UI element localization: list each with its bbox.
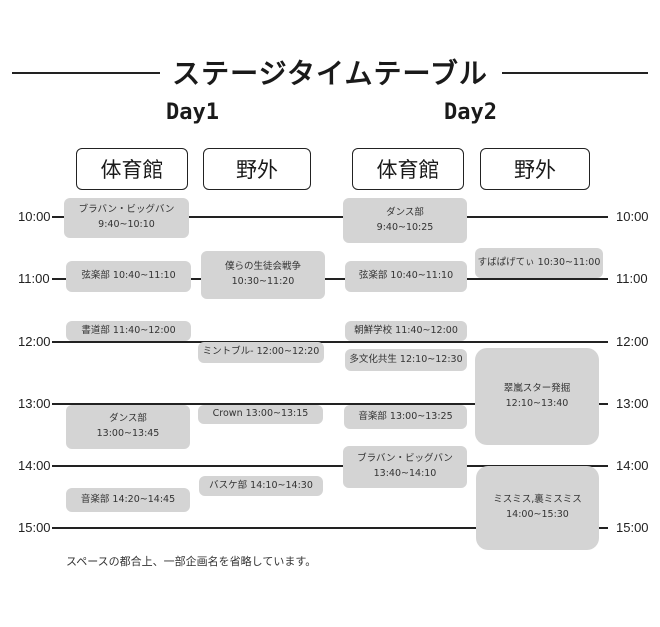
venue-day2-outdoor: 野外 [480, 148, 590, 190]
event-block: ダンス部 9:40~10:25 [343, 198, 467, 243]
event-time: 10:30~11:20 [231, 276, 295, 287]
event-block: 翠嵐スター発掘 12:10~13:40 [475, 348, 599, 445]
event-block: すばぱげてぃ 10:30~11:00 [475, 248, 603, 278]
time-label-right: 15:00 [616, 520, 649, 535]
event-name: 音楽部 14:20~14:45 [80, 493, 176, 505]
title-rule-left [12, 72, 160, 74]
event-name: 音楽部 13:00~13:25 [358, 410, 453, 422]
event-time: 13:40~14:10 [373, 468, 437, 479]
event-block: 弦楽部 10:40~11:10 [66, 261, 191, 292]
event-time: 9:40~10:25 [376, 221, 434, 233]
time-label-right: 13:00 [616, 396, 649, 411]
event-block: ブラバン・ビッグバン 13:40~14:10 [343, 446, 467, 488]
hour-line-14 [52, 465, 608, 467]
event-block: 朝鮮学校 11:40~12:00 [345, 321, 467, 341]
time-label-right: 10:00 [616, 209, 649, 224]
page-title: ステージタイムテーブル [172, 57, 488, 90]
hour-line-12 [52, 341, 608, 343]
event-name: 多文化共生 12:10~12:30 [349, 353, 463, 365]
event-block: 音楽部 13:00~13:25 [344, 405, 467, 429]
event-name: 弦楽部 10:40~11:10 [358, 270, 454, 282]
event-block: ミスミス,裏ミスミス 14:00~15:30 [476, 466, 599, 550]
time-label-left: 14:00 [18, 458, 51, 473]
event-block: 音楽部 14:20~14:45 [66, 488, 190, 512]
event-name: ブラバン・ビッグバン [357, 453, 453, 465]
venue-day2-gym: 体育館 [352, 148, 464, 190]
event-name: 翠嵐スター発掘 [503, 382, 571, 394]
day2-label: Day2 [444, 100, 497, 125]
event-block: ダンス部 13:00~13:45 [66, 405, 190, 449]
hour-line-11 [52, 278, 608, 280]
event-block: バスケ部 14:10~14:30 [199, 476, 323, 496]
time-label-left: 15:00 [18, 520, 51, 535]
event-name: 朝鮮学校 11:40~12:00 [354, 324, 458, 336]
event-block: ミントブル- 12:00~12:20 [198, 342, 324, 363]
venue-day1-gym: 体育館 [76, 148, 188, 190]
hour-line-15 [52, 527, 608, 529]
event-block: 僕らの生徒会戦争 10:30~11:20 [201, 251, 325, 299]
event-name: ミスミス,裏ミスミス [493, 494, 582, 506]
event-name: 僕らの生徒会戦争 [224, 261, 301, 273]
event-name: バスケ部 14:10~14:30 [209, 479, 313, 491]
time-label-left: 13:00 [18, 396, 51, 411]
time-label-left: 12:00 [18, 334, 51, 349]
hour-line-10 [52, 216, 608, 218]
event-time: 14:00~15:30 [506, 509, 569, 520]
footnote: スペースの都合上、一部企画名を省略しています。 [66, 555, 317, 568]
event-time: 12:10~13:40 [505, 397, 569, 409]
event-time: 13:00~13:45 [96, 428, 160, 439]
time-label-left: 11:00 [18, 271, 50, 286]
title-rule-right [502, 72, 648, 74]
time-label-right: 11:00 [616, 271, 648, 286]
event-name: すばぱげてぃ 10:30~11:00 [477, 256, 601, 268]
event-block: Crown 13:00~13:15 [198, 405, 323, 424]
day1-label: Day1 [166, 100, 219, 125]
time-label-right: 12:00 [616, 334, 649, 349]
event-name: ダンス部 [109, 413, 147, 425]
event-name: ミントブル- 12:00~12:20 [202, 346, 320, 358]
event-name: ダンス部 [386, 206, 424, 218]
event-block: 多文化共生 12:10~12:30 [345, 349, 467, 371]
event-name: ブラバン・ビッグバン [78, 204, 175, 216]
event-block: 書道部 11:40~12:00 [66, 321, 191, 341]
venue-day1-outdoor: 野外 [203, 148, 311, 190]
event-block: ブラバン・ビッグバン 9:40~10:10 [64, 198, 189, 238]
event-time: 9:40~10:10 [98, 219, 155, 230]
time-label-left: 10:00 [18, 209, 51, 224]
event-name: Crown 13:00~13:15 [212, 408, 309, 420]
hour-line-13 [52, 403, 608, 405]
event-name: 弦楽部 10:40~11:10 [81, 270, 176, 282]
event-block: 弦楽部 10:40~11:10 [345, 261, 467, 292]
event-name: 書道部 11:40~12:00 [81, 324, 176, 336]
time-label-right: 14:00 [616, 458, 649, 473]
